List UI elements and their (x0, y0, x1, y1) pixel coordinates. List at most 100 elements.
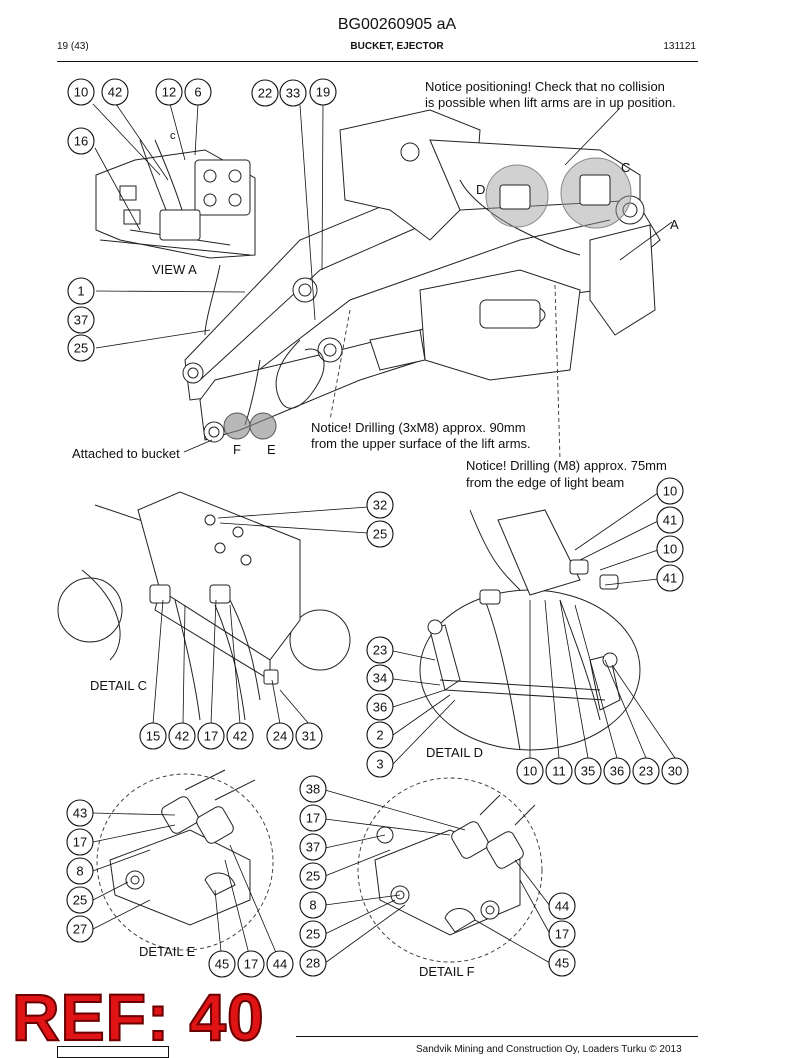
detail-e-balloons: 43 17 8 25 27 45 17 44 (66, 799, 294, 978)
svg-text:17: 17 (244, 957, 258, 972)
balloon: 31 (295, 722, 323, 750)
footer-copyright: Sandvik Mining and Construction Oy, Load… (416, 1044, 682, 1055)
svg-text:32: 32 (373, 498, 387, 513)
svg-text:36: 36 (610, 764, 624, 779)
svg-text:24: 24 (273, 729, 287, 744)
balloon: 6 (184, 78, 212, 106)
ref-stamp: REF: 40 (11, 980, 265, 1054)
svg-text:37: 37 (74, 313, 88, 328)
balloon: 12 (155, 78, 183, 106)
detail-d-label: DETAIL D (426, 745, 483, 760)
balloon: 38 (299, 775, 327, 803)
section-title: BUCKET, EJECTOR (350, 41, 444, 52)
svg-text:10: 10 (663, 542, 677, 557)
svg-text:38: 38 (306, 782, 320, 797)
balloon: 45 (548, 949, 576, 977)
main-balloons: 10 42 12 6 22 33 19 16 1 37 25 (67, 78, 337, 362)
balloon: 10 (67, 78, 95, 106)
balloon: 41 (656, 506, 684, 534)
svg-text:10: 10 (523, 764, 537, 779)
detail-d-balloons: 10 41 10 41 23 34 36 2 3 10 11 35 36 23 … (366, 477, 689, 785)
svg-text:17: 17 (555, 927, 569, 942)
balloon: 25 (366, 520, 394, 548)
balloon: 44 (548, 892, 576, 920)
svg-text:17: 17 (204, 729, 218, 744)
svg-text:44: 44 (555, 899, 569, 914)
svg-text:25: 25 (306, 927, 320, 942)
detail-f-drawing (357, 777, 543, 963)
svg-text:43: 43 (73, 806, 87, 821)
balloon: 10 (516, 757, 544, 785)
note-positioning-line-2: is possible when lift arms are in up pos… (425, 95, 676, 110)
svg-text:11: 11 (552, 764, 566, 779)
balloon: 8 (66, 857, 94, 885)
svg-text:23: 23 (373, 643, 387, 658)
svg-text:34: 34 (373, 671, 387, 686)
svg-text:28: 28 (306, 956, 320, 971)
svg-text:25: 25 (74, 341, 88, 356)
main-assembly-view (95, 109, 661, 461)
svg-text:44: 44 (273, 957, 287, 972)
svg-text:17: 17 (306, 811, 320, 826)
footer-rule (296, 1036, 698, 1037)
svg-text:37: 37 (306, 840, 320, 855)
balloon: 37 (299, 833, 327, 861)
letter-f: F (233, 442, 241, 457)
balloon: 42 (226, 722, 254, 750)
svg-text:22: 22 (258, 86, 272, 101)
balloon: 16 (67, 127, 95, 155)
detail-e-label: DETAIL E (139, 944, 196, 959)
balloon: 34 (366, 664, 394, 692)
balloon: 45 (208, 950, 236, 978)
balloon: 35 (574, 757, 602, 785)
svg-text:2: 2 (376, 728, 383, 743)
balloon: 1 (67, 277, 95, 305)
balloon: 27 (66, 915, 94, 943)
balloon: 10 (656, 477, 684, 505)
note-drilling-3xm8-line-1: Notice! Drilling (3xM8) approx. 90mm (311, 420, 526, 435)
svg-text:42: 42 (233, 729, 247, 744)
balloon: 25 (66, 886, 94, 914)
balloon: 11 (545, 757, 573, 785)
balloon: 17 (548, 920, 576, 948)
note-drilling-3xm8-line-2: from the upper surface of the lift arms. (311, 436, 531, 451)
balloon: 19 (309, 78, 337, 106)
note-drilling-m8-line-1: Notice! Drilling (M8) approx. 75mm (466, 458, 667, 473)
letter-e: E (267, 442, 276, 457)
letter-c-small: c (170, 130, 176, 142)
svg-text:12: 12 (162, 85, 176, 100)
balloon: 2 (366, 721, 394, 749)
balloon: 36 (603, 757, 631, 785)
svg-text:45: 45 (215, 957, 229, 972)
letter-c: C (621, 160, 630, 175)
view-a-inset (95, 139, 256, 259)
svg-text:6: 6 (194, 85, 201, 100)
svg-text:41: 41 (663, 513, 677, 528)
svg-text:8: 8 (309, 898, 316, 913)
svg-text:10: 10 (663, 484, 677, 499)
view-a-label: VIEW A (152, 262, 197, 277)
balloon: 25 (67, 334, 95, 362)
balloon: 23 (632, 757, 660, 785)
svg-text:25: 25 (73, 893, 87, 908)
balloon: 25 (299, 920, 327, 948)
svg-text:23: 23 (639, 764, 653, 779)
balloon: 30 (661, 757, 689, 785)
svg-text:42: 42 (108, 85, 122, 100)
main-view-leaders (92, 103, 673, 453)
svg-text:15: 15 (146, 729, 160, 744)
balloon: 10 (656, 535, 684, 563)
detail-e-drawing (96, 769, 274, 951)
svg-text:25: 25 (373, 527, 387, 542)
svg-text:19: 19 (316, 85, 330, 100)
letter-a: A (670, 217, 679, 232)
svg-text:31: 31 (302, 729, 316, 744)
balloon: 36 (366, 693, 394, 721)
balloon: 8 (299, 891, 327, 919)
balloon: 17 (66, 828, 94, 856)
svg-text:27: 27 (73, 922, 87, 937)
svg-text:8: 8 (76, 864, 83, 879)
balloon: 17 (299, 804, 327, 832)
balloon: 3 (366, 750, 394, 778)
